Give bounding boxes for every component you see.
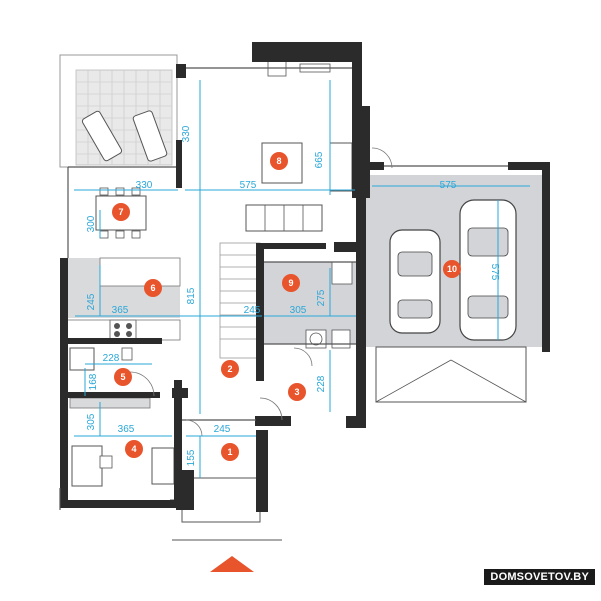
svg-text:6: 6 (150, 283, 155, 293)
svg-text:2: 2 (227, 364, 232, 374)
dim-storage-depth: 228 (316, 375, 327, 392)
room-badge-3: 3 (288, 383, 306, 401)
svg-text:7: 7 (118, 207, 123, 217)
dim-dining-width: 330 (136, 180, 153, 191)
room-badge-9: 9 (282, 274, 300, 292)
coffee-table-icon (261, 142, 303, 184)
deck-chair-icon (81, 110, 168, 162)
car-icon (459, 199, 517, 341)
sink-icon (331, 329, 351, 349)
dim-kitchen-depth: 245 (86, 293, 97, 310)
counter (69, 397, 151, 409)
shower-icon (69, 347, 95, 371)
dim-hall-width: 245 (244, 305, 261, 316)
desk-icon (71, 445, 103, 487)
dim-living-depth: 665 (314, 151, 325, 168)
stove-icon (109, 319, 137, 341)
room-badge-7: 7 (112, 203, 130, 221)
dimension-labels: 330 330 575 665 300 575 575 245 365 815 … (86, 125, 500, 466)
dim-bath-width: 228 (103, 353, 120, 364)
room-badges: 1 2 3 4 5 6 7 8 (112, 152, 461, 461)
room-badge-10: 10 (443, 260, 461, 278)
dim-kitchen-width: 365 (112, 305, 129, 316)
stairs (219, 242, 261, 359)
door-swings (129, 147, 393, 437)
svg-text:8: 8 (276, 156, 281, 166)
dim-living-width: 575 (240, 180, 257, 191)
chair-icon (99, 455, 113, 469)
dim-office-depth: 305 (86, 413, 97, 430)
dim-bath-depth: 168 (88, 373, 99, 390)
dim-utility-depth: 275 (316, 289, 327, 306)
svg-text:10: 10 (447, 264, 457, 274)
sofa-icon (151, 447, 175, 485)
dim-hall-length: 815 (186, 287, 197, 304)
dimension-lines (74, 80, 530, 478)
car-icon (389, 229, 441, 334)
thin-walls (59, 67, 508, 510)
dim-dining-depth: 300 (86, 215, 97, 232)
sink-icon (121, 347, 133, 361)
svg-text:1: 1 (227, 447, 232, 457)
sofa-icon (245, 204, 323, 232)
armchair-icon (329, 142, 353, 192)
walls (60, 42, 550, 512)
room-badge-1: 1 (221, 443, 239, 461)
room-badge-5: 5 (114, 368, 132, 386)
room-badge-4: 4 (125, 440, 143, 458)
dim-terrace-depth: 330 (181, 125, 192, 142)
terrace (59, 54, 178, 168)
dim-entry-depth: 155 (186, 449, 197, 466)
entrance-arrow-icon (210, 556, 254, 572)
boiler-icon (331, 261, 353, 285)
dining-table-icon (95, 187, 147, 239)
dim-entry-width: 245 (214, 424, 231, 435)
dim-utility-width: 305 (290, 305, 307, 316)
garage (366, 175, 542, 403)
kitchen (64, 257, 181, 341)
dim-garage-depth: 575 (489, 264, 500, 281)
svg-text:5: 5 (120, 372, 125, 382)
room-badge-2: 2 (221, 360, 239, 378)
room-badge-6: 6 (144, 279, 162, 297)
room-badge-8: 8 (270, 152, 288, 170)
dim-office-width: 365 (118, 424, 135, 435)
dim-garage-width: 575 (440, 180, 457, 191)
svg-text:3: 3 (294, 387, 299, 397)
svg-text:9: 9 (288, 278, 293, 288)
svg-text:4: 4 (131, 444, 136, 454)
watermark: DOMSOVETOV.BY (484, 569, 595, 585)
